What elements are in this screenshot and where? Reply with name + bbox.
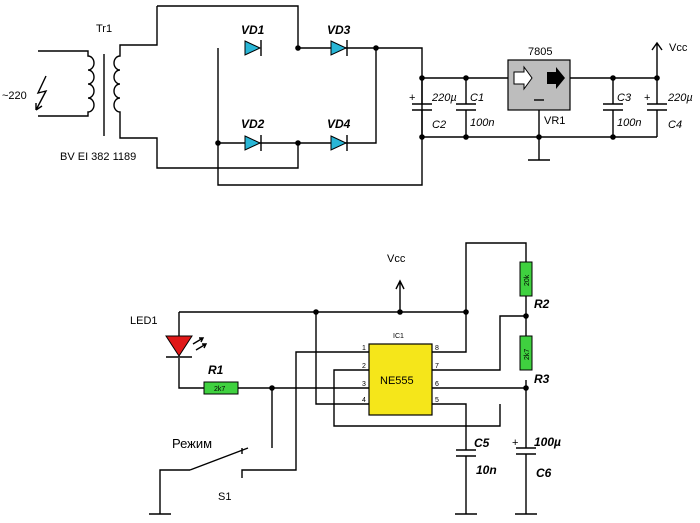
transformer-primary-winding xyxy=(38,50,95,117)
capacitor-c6-ref: C6 xyxy=(536,466,552,480)
resistor-r3: 2k7 R3 xyxy=(519,335,550,386)
capacitor-c2-plus: + xyxy=(409,92,415,104)
capacitor-c4: + 220µ C4 xyxy=(644,78,693,137)
capacitor-c1: C1 100n xyxy=(456,78,494,137)
switch-ref: S1 xyxy=(218,491,231,503)
capacitor-c4-plus: + xyxy=(644,92,650,104)
ac-input-label: ~220 xyxy=(2,90,27,102)
capacitor-c1-value: 100n xyxy=(470,117,494,129)
timer-section: Режим S1 Vcc LED1 2k7 R1 20k xyxy=(130,242,561,515)
capacitor-c3: C3 100n xyxy=(603,78,641,137)
transformer-secondary-winding xyxy=(113,6,299,169)
capacitor-c3-ref: C3 xyxy=(617,92,632,104)
ic-pin-5: 5 xyxy=(435,397,439,404)
capacitor-c4-value: 220µ xyxy=(667,92,693,104)
transformer-part-label: BV EI 382 1189 xyxy=(60,151,136,163)
ic-part: NE555 xyxy=(380,375,414,387)
transformer-ref: Tr1 xyxy=(96,23,112,35)
psu-vcc-label: Vcc xyxy=(669,42,688,54)
capacitor-c5: C5 10n xyxy=(456,436,497,477)
led-ref: LED1 xyxy=(130,315,158,327)
resistor-r2-ref: R2 xyxy=(534,297,550,311)
timer-junction-dots xyxy=(269,309,529,391)
diode-vd3-ref: VD3 xyxy=(327,23,351,37)
resistor-r1: 2k7 R1 xyxy=(203,363,239,395)
capacitor-c6-plus: + xyxy=(512,437,518,449)
led-led1: LED1 xyxy=(130,315,208,358)
diode-vd1: VD1 xyxy=(241,23,265,56)
ic-pin-4: 4 xyxy=(362,397,366,404)
capacitor-c6-value: 100µ xyxy=(534,435,561,449)
vcc-arrow-icon xyxy=(651,41,663,58)
capacitor-c1-ref: C1 xyxy=(470,92,484,104)
capacitor-c2-ref: C2 xyxy=(432,119,446,131)
capacitor-c2: + 220µ C2 xyxy=(409,78,457,137)
ic-pin-2: 2 xyxy=(362,363,366,370)
diode-vd4-ref: VD4 xyxy=(327,117,351,131)
timer-vcc-label: Vcc xyxy=(387,253,406,265)
capacitor-c2-value: 220µ xyxy=(431,92,457,104)
ac-input-arrow-icon xyxy=(35,75,48,111)
ic-pin-1: 1 xyxy=(362,345,366,352)
ic-pin-7: 7 xyxy=(435,363,439,370)
timer-wiring xyxy=(159,242,527,514)
ic-ne555: NE555 IC1 1 2 3 4 8 7 6 5 xyxy=(362,333,439,416)
switch-label: Режим xyxy=(172,436,212,451)
diode-vd2-ref: VD2 xyxy=(241,117,265,131)
ic-pin-8: 8 xyxy=(435,345,439,352)
diode-vd1-ref: VD1 xyxy=(241,23,265,37)
diode-vd3: VD3 xyxy=(327,23,351,56)
capacitor-c5-ref: C5 xyxy=(474,436,490,450)
resistor-r3-ref: R3 xyxy=(534,372,550,386)
bridge-wiring xyxy=(157,5,423,186)
capacitor-c6: + 100µ C6 xyxy=(512,435,561,480)
resistor-r3-value: 2k7 xyxy=(524,349,531,360)
ic-ref: IC1 xyxy=(393,333,404,340)
capacitor-c3-value: 100n xyxy=(617,117,641,129)
resistor-r2: 20k R2 xyxy=(519,261,550,311)
capacitor-c5-value: 10n xyxy=(476,463,497,477)
resistor-r1-value: 2k7 xyxy=(214,386,225,393)
ic-pin-3: 3 xyxy=(362,381,366,388)
psu-junction-dots xyxy=(215,45,660,146)
switch-s1[interactable]: Режим S1 xyxy=(172,436,249,503)
regulator-part: 7805 xyxy=(528,46,552,58)
regulator-ref: VR1 xyxy=(544,115,565,127)
resistor-r2-value: 20k xyxy=(524,274,531,286)
ic-pin-6: 6 xyxy=(435,381,439,388)
power-supply-section: ~220 Tr1 BV EI 382 1189 VD1 VD3 VD2 xyxy=(2,5,693,186)
capacitor-c4-ref: C4 xyxy=(668,119,682,131)
diode-vd2: VD2 xyxy=(241,117,265,151)
resistor-r1-ref: R1 xyxy=(208,363,224,377)
regulator-vr1: 7805 VR1 xyxy=(507,46,571,161)
diode-vd4: VD4 xyxy=(327,117,351,151)
